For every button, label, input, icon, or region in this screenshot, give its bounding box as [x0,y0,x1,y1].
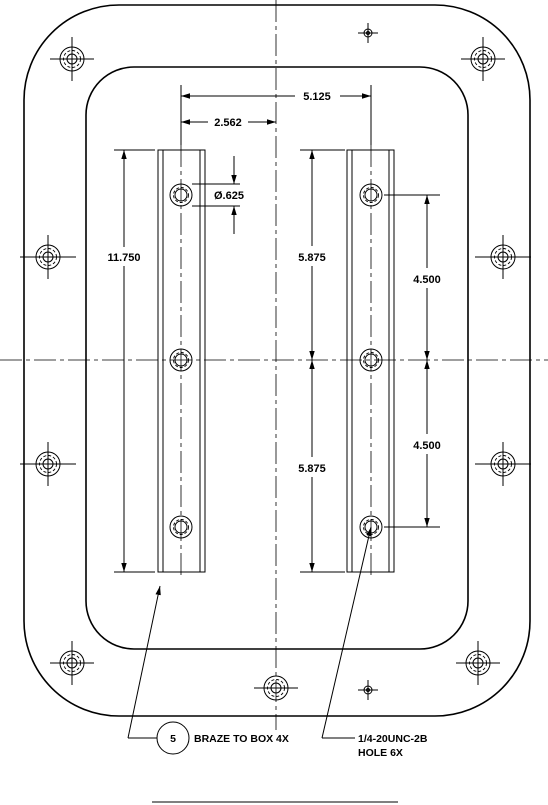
dimension-5125: 5.125 [180,85,372,145]
dim-text-4500-bottom: 4.500 [413,440,441,452]
flange-hole-right-upper [475,235,531,279]
note-braze: BRAZE TO BOX 4X [194,733,289,745]
dim-text-5875-bottom: 5.875 [298,463,326,475]
dim-text-diameter: Ø.625 [214,190,244,202]
dim-text-4500-top: 4.500 [413,274,441,286]
leader-thread [321,526,372,739]
bar-hole-left-bot [169,515,193,539]
bar-hole-left-mid [169,348,193,372]
dim-text-11750: 11.750 [107,252,140,264]
flange-hole-top-right [461,37,505,81]
flange-hole-left-upper [20,235,76,279]
flange-hole-bottom-center [254,675,298,701]
dimension-2562: 2.562 [181,117,276,129]
dim-text-5875-top: 5.875 [298,252,326,264]
note-thread-line2: HOLE 6X [358,747,403,759]
outer-flange-outline [23,4,531,717]
flange-hole-bottom-left [50,641,94,685]
left-mounting-bar [157,145,206,578]
dimension-11750: 11.750 [107,149,155,573]
dimension-4500: 4.500 4.500 [384,194,441,528]
bar-hole-right-mid [359,348,383,372]
dim-text-5125: 5.125 [303,91,331,103]
flange-hole-right-lower [475,442,531,486]
item-balloon-number: 5 [170,733,176,745]
right-mounting-bar [346,145,395,578]
leader-braze [127,585,161,739]
dim-text-2562: 2.562 [214,117,242,129]
bar-hole-right-top [359,183,383,207]
note-thread-line1: 1/4-20UNC-2B [358,733,428,745]
flange-hole-left-lower [20,442,76,486]
flange-hole-top-center [358,23,378,43]
flange-hole-bottom-small [358,680,378,700]
dimension-5875: 5.875 5.875 [298,149,345,573]
inner-box-outline [85,66,469,650]
bar-hole-left-top [169,183,193,207]
flange-hole-top-left [50,37,94,81]
dimension-diameter: Ø.625 [192,156,244,234]
item-balloon [156,721,190,755]
flange-hole-bottom-right [456,641,500,685]
